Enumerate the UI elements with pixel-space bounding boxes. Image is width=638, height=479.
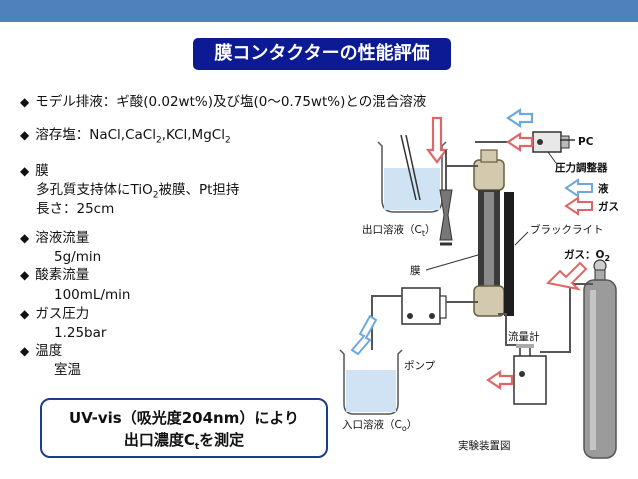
diamond-bullet-icon: ◆ <box>20 95 30 109</box>
bullet-waste: ◆ モデル排液：ギ酸(0.02wt%)及び塩(0〜0.75wt%)との混合溶液 <box>20 93 426 111</box>
diagram-caption: 実験装置図 <box>458 439 511 452</box>
outlet-solution-label: 出口溶液（Ct） <box>362 223 435 238</box>
pump <box>401 287 447 325</box>
waste-text: モデル排液：ギ酸(0.02wt%)及び塩(0〜0.75wt%)との混合溶液 <box>35 94 427 110</box>
membrane-column <box>439 141 535 317</box>
gas-arrow-cylinder-icon <box>545 261 588 291</box>
gas-arrow-top-icon <box>506 131 534 153</box>
membrane-detail-b: 被膜、Pt担持 <box>158 182 240 198</box>
oxygen-value: 100mL/min <box>54 287 131 303</box>
bullet-oxygen: ◆ 酸素流量 <box>20 266 89 284</box>
salt-text-a: 溶存塩：NaCl,CaCl <box>35 127 156 143</box>
membrane-length: 長さ：25cm <box>36 201 115 217</box>
inlet-beaker <box>339 349 403 415</box>
legend: 液 ガス <box>564 178 619 216</box>
diamond-bullet-icon: ◆ <box>20 268 30 282</box>
legend-liquid-label: 液 <box>598 182 609 195</box>
diamond-bullet-icon: ◆ <box>20 307 30 321</box>
liquid-arrow-top-icon <box>506 107 534 129</box>
uv-line-2-sub: t <box>194 442 200 452</box>
membrane-detail-sub: 2 <box>152 190 159 201</box>
diamond-bullet-icon: ◆ <box>20 231 30 245</box>
uv-line-1: UV-vis（吸光度204nm）により <box>68 409 300 427</box>
membrane-detail-a: 多孔質支持体にTiO <box>36 182 153 198</box>
pump-label: ポンプ <box>404 360 436 372</box>
salt-sub-2: 2 <box>224 135 231 146</box>
membrane-detail: 多孔質支持体にTiO2被膜、Pt担持 <box>36 181 239 205</box>
bullet-membrane: ◆膜 <box>20 162 49 180</box>
oxygen-cylinder <box>583 259 617 459</box>
flow-meter-label: 流量計 <box>508 330 540 343</box>
pc-label: PC <box>578 136 594 148</box>
liquid-in-arrow-icon <box>350 314 378 356</box>
legend-gas-label: ガス <box>598 200 619 213</box>
flow-label: 溶液流量 <box>35 230 90 246</box>
membrane-label: 膜 <box>35 163 49 179</box>
gas-o2-label: ガス：O2 <box>564 248 610 263</box>
legend-liquid-icon <box>564 178 593 198</box>
membrane-label: 膜 <box>410 265 421 277</box>
gas-arrow-flowmeter-icon <box>486 369 514 391</box>
diamond-bullet-icon: ◆ <box>20 128 30 142</box>
diamond-bullet-icon: ◆ <box>20 164 30 178</box>
inlet-solution-label: 入口溶液（Co） <box>342 418 417 433</box>
pressure-regulator <box>532 131 575 153</box>
bullet-flow: ◆ 溶液流量 <box>20 229 89 247</box>
black-light-label: ブラックライト <box>530 223 604 236</box>
slide-title: 膜コンタクターの性能評価 <box>193 38 451 70</box>
pressure-regulator-label: 圧力調整器 <box>555 161 608 174</box>
uv-measurement-box: UV-vis（吸光度204nm）により 出口濃度Ctを測定 <box>40 398 328 458</box>
liquid-out-arrow-icon <box>425 116 449 164</box>
gas-pressure-value: 1.25bar <box>54 325 107 341</box>
temperature-value: 室温 <box>54 362 81 378</box>
salt-sub-1: 2 <box>155 135 162 146</box>
legend-gas-icon <box>564 196 593 216</box>
top-banner <box>0 0 638 22</box>
flow-value: 5g/min <box>54 249 102 265</box>
gas-pressure-label: ガス圧力 <box>35 306 90 322</box>
oxygen-label: 酸素流量 <box>35 267 90 283</box>
bullet-gas-pressure: ◆ ガス圧力 <box>20 305 89 323</box>
bullet-salt: ◆溶存塩：NaCl,CaCl2,KCl,MgCl2 <box>20 126 231 150</box>
salt-text-b: ,KCl,MgCl <box>161 127 225 143</box>
flow-meter <box>513 344 547 405</box>
temperature-label: 温度 <box>35 343 63 359</box>
uv-line-2: 出口濃度Ctを測定 <box>123 431 245 452</box>
diamond-bullet-icon: ◆ <box>20 344 30 358</box>
bullet-temperature: ◆ 温度 <box>20 342 62 360</box>
